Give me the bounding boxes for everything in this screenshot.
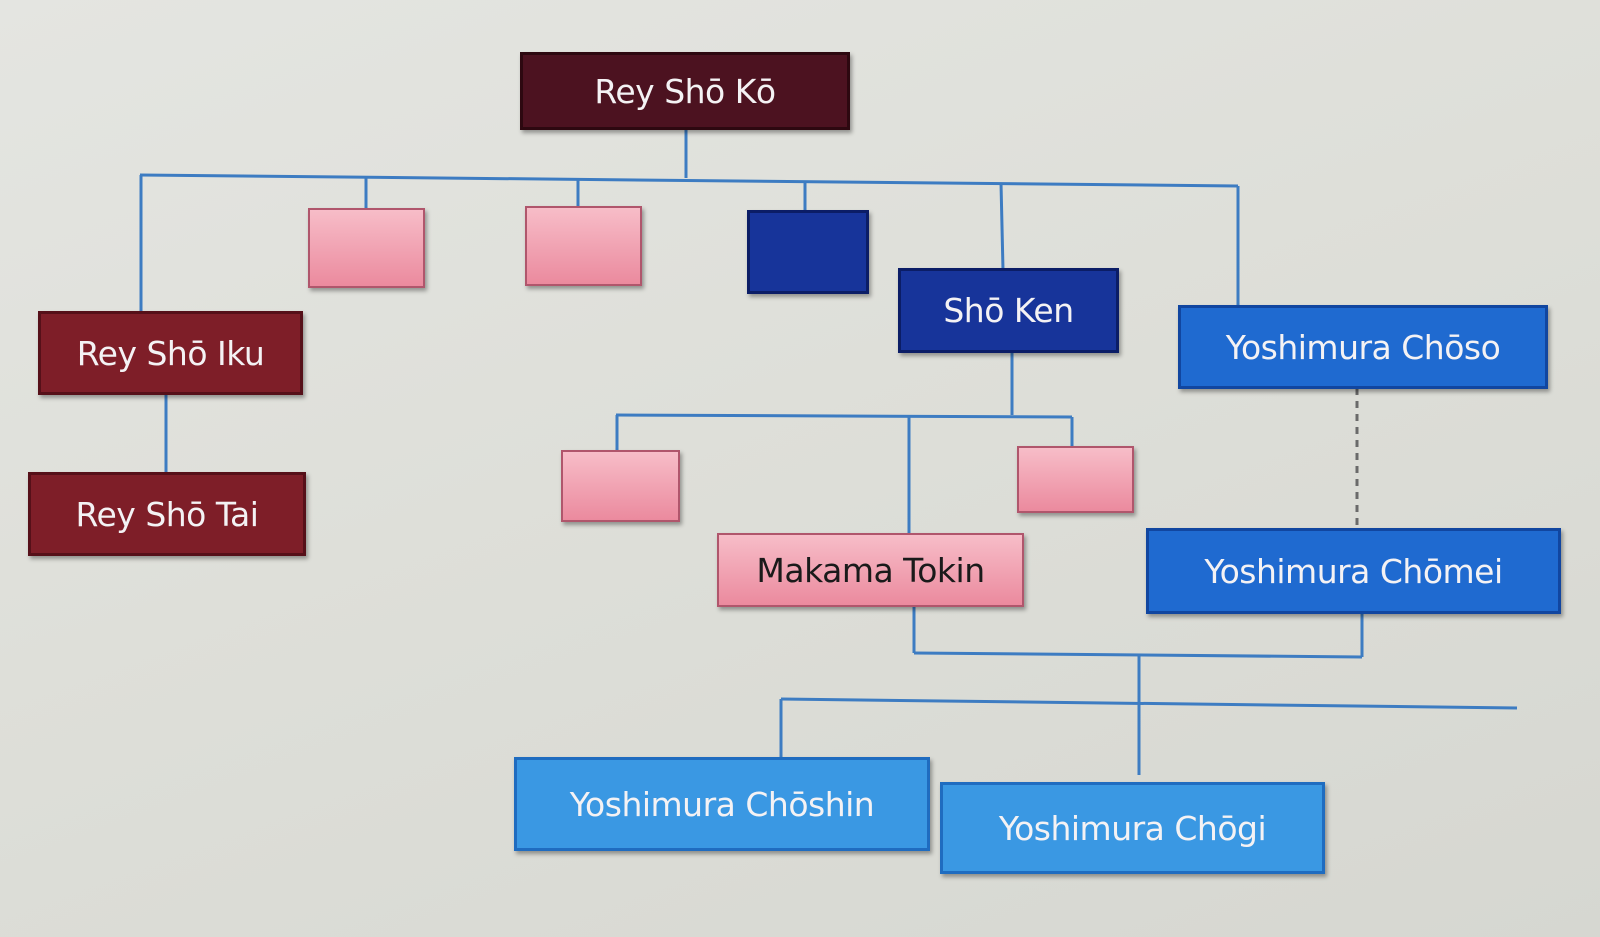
node-unnamed-pink-1 — [308, 208, 425, 288]
node-makama-tokin: Makama Tokin — [717, 533, 1024, 607]
node-label: Yoshimura Chōmei — [1204, 551, 1503, 591]
node-label: Rey Shō Tai — [75, 494, 259, 534]
node-label: Yoshimura Chōso — [1225, 327, 1501, 367]
node-label: Rey Shō Iku — [76, 333, 265, 373]
node-label: Rey Shō Kō — [594, 71, 776, 111]
node-rey-sho-tai: Rey Shō Tai — [28, 472, 306, 556]
node-yoshimura-chomei: Yoshimura Chōmei — [1146, 528, 1561, 614]
node-label: Yoshimura Chōshin — [569, 784, 875, 824]
node-unnamed-navy — [747, 210, 869, 294]
node-yoshimura-choso: Yoshimura Chōso — [1178, 305, 1548, 389]
node-unnamed-pink-4 — [1017, 446, 1134, 513]
node-unnamed-pink-3 — [561, 450, 680, 522]
node-rey-sho-ko: Rey Shō Kō — [520, 52, 850, 130]
node-label: Yoshimura Chōgi — [998, 808, 1267, 848]
node-label: Shō Ken — [943, 291, 1074, 330]
node-sho-ken: Shō Ken — [898, 268, 1119, 353]
node-unnamed-pink-2 — [525, 206, 642, 286]
node-label: Makama Tokin — [756, 550, 985, 590]
node-rey-sho-iku: Rey Shō Iku — [38, 311, 303, 395]
node-yoshimura-chogi: Yoshimura Chōgi — [940, 782, 1325, 874]
node-yoshimura-choshin: Yoshimura Chōshin — [514, 757, 930, 851]
